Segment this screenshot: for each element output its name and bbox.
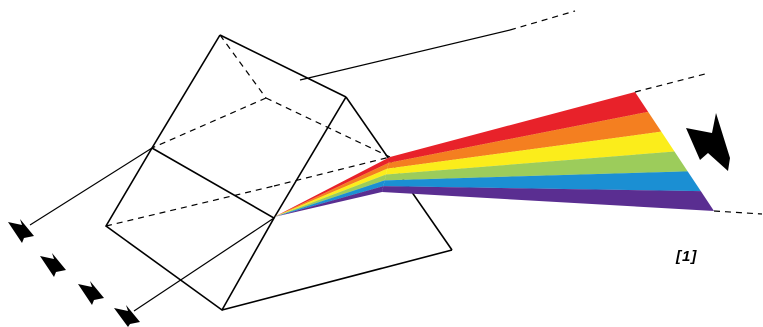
spectrum-bottom-extension <box>714 211 762 214</box>
prism-top-edge <box>152 35 220 148</box>
hidden-edge-1 <box>220 35 266 98</box>
incoming-light-arrow-icon <box>40 253 66 277</box>
spectrum-top-extension <box>635 74 705 92</box>
dispersion-direction-arrow-icon <box>686 113 730 171</box>
spectrum <box>274 92 714 217</box>
hidden-edge-4 <box>106 186 274 226</box>
prism-front-face <box>106 148 274 310</box>
upper-guide-dashed <box>510 11 575 30</box>
prism-base-edge <box>222 250 452 310</box>
upper-guide-line <box>300 30 510 80</box>
incoming-light-arrows <box>8 219 140 327</box>
incoming-light-arrow-icon <box>114 305 140 327</box>
incoming-light-arrow-icon <box>8 219 34 243</box>
figure-label: [1] <box>676 248 697 265</box>
prism-ridge-edge <box>220 35 346 97</box>
hidden-edge-2 <box>152 98 266 148</box>
incoming-beam-upper <box>30 148 152 225</box>
incoming-light-arrow-icon <box>78 281 104 305</box>
hidden-edge-3 <box>266 98 390 157</box>
